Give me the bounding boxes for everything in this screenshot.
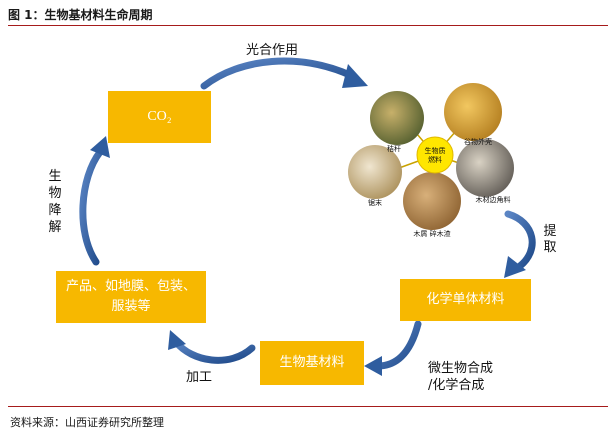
wood-chips-image — [403, 172, 461, 230]
arrowhead-processing — [168, 330, 186, 350]
figure-title: 图 1：生物基材料生命周期 — [8, 8, 153, 22]
straw-image — [370, 91, 424, 145]
grain-husk-image — [444, 83, 502, 141]
node-co2: CO₂ — [108, 91, 211, 143]
label-synthesis: 微生物合成 /化学合成 — [428, 360, 493, 394]
label-extraction: 提取 — [543, 224, 557, 255]
biofuel-center-label-1: 生物质 — [425, 146, 446, 155]
arrowhead-photosynthesis — [342, 64, 368, 88]
caption-grain-husk: 谷物外壳 — [464, 137, 492, 146]
arrow-photosynthesis — [200, 57, 356, 90]
caption-wood-scrap: 木材边角料 — [476, 195, 511, 204]
node-products: 产品、如地膜、包装、服装等 — [56, 271, 206, 323]
label-synthesis-line1: 微生物合成 — [428, 361, 494, 376]
top-rule — [8, 25, 608, 26]
sawdust-image — [348, 145, 402, 199]
arrowhead-extraction — [504, 256, 526, 278]
arrow-extraction — [504, 210, 536, 270]
arrow-processing — [172, 338, 256, 364]
biofuel-center-label-2: 燃料 — [428, 155, 442, 164]
caption-straw: 秸秆 — [387, 144, 401, 153]
arrowhead-synthesis — [364, 356, 382, 376]
label-photosynthesis: 光合作用 — [246, 43, 299, 58]
arrow-synthesis — [374, 320, 422, 370]
node-chemical-monomer: 化学单体材料 — [400, 279, 531, 321]
node-bio-based-material: 生物基材料 — [260, 341, 364, 385]
arrow-biodegradation — [79, 148, 104, 266]
caption-wood-chips: 木屑 碎木渣 — [413, 229, 450, 238]
biofuel-center — [416, 136, 454, 174]
caption-sawdust: 锯末 — [368, 198, 382, 207]
label-processing: 加工 — [186, 370, 213, 385]
arrowhead-biodegradation — [90, 136, 110, 158]
bottom-rule — [8, 406, 608, 407]
label-biodegradation: 生物降解 — [48, 169, 62, 235]
wood-scrap-image — [456, 139, 514, 197]
figure-source: 资料来源：山西证券研究所整理 — [10, 416, 164, 429]
label-synthesis-line2: /化学合成 — [428, 378, 485, 393]
